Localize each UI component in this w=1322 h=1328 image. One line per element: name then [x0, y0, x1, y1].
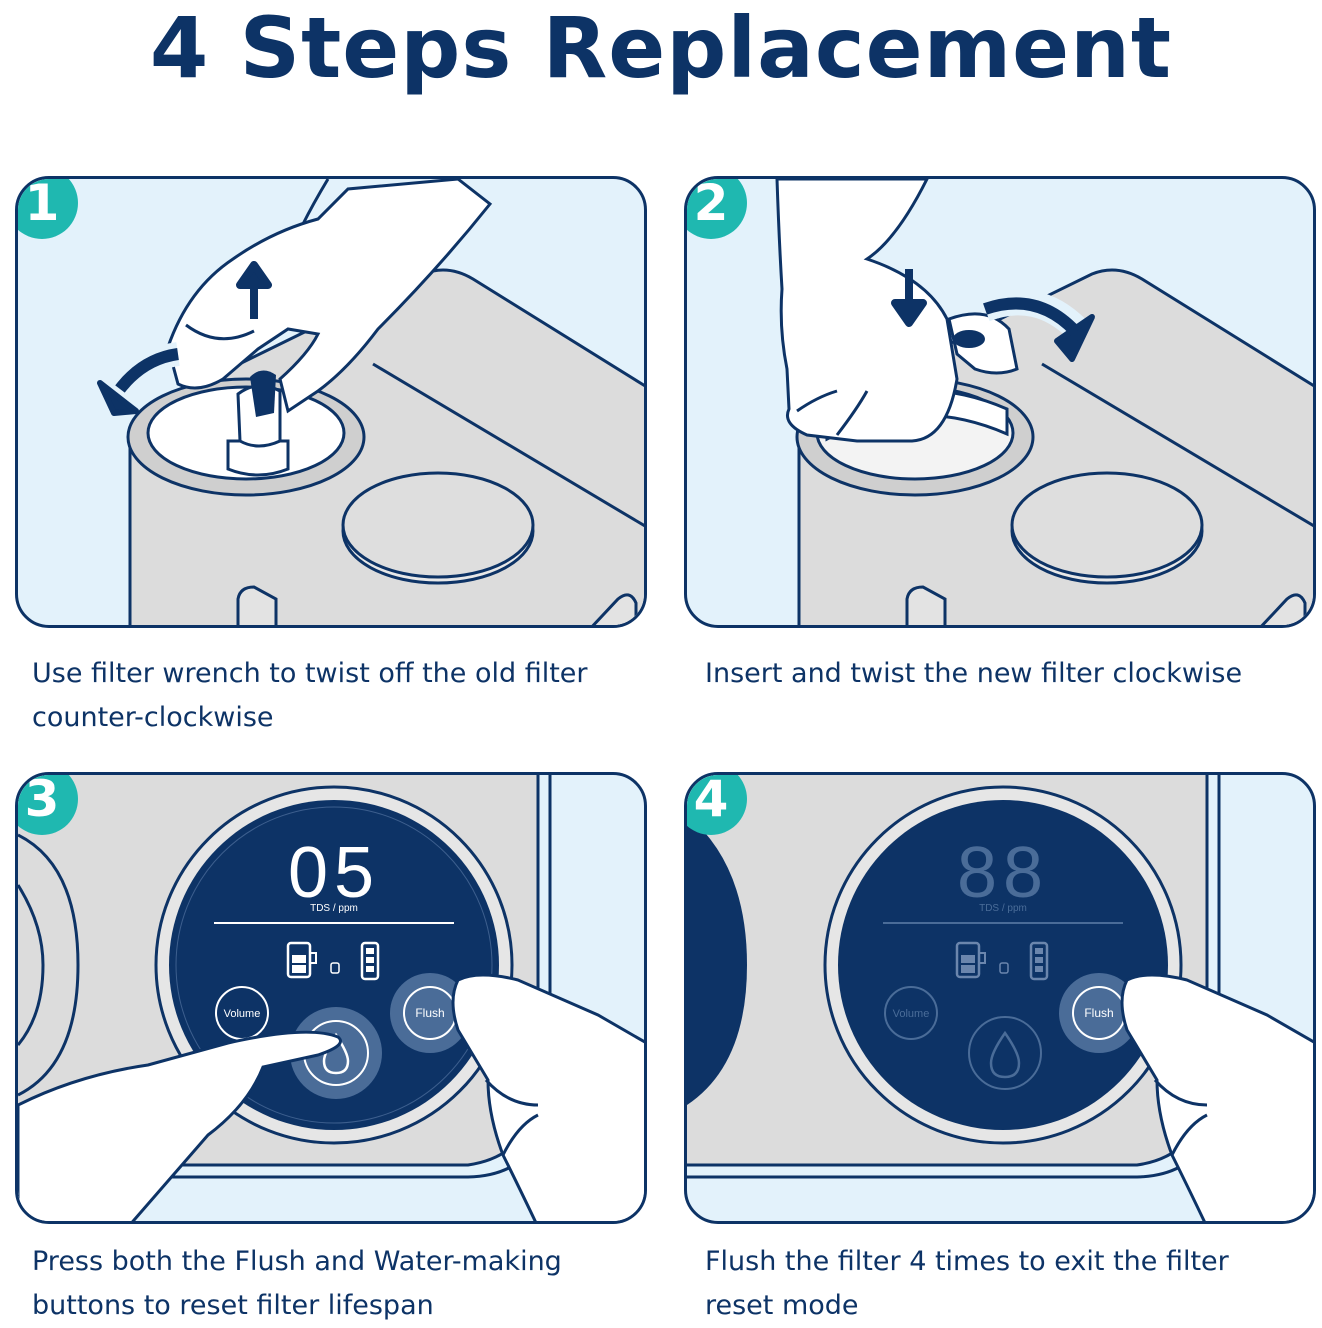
volume-button[interactable]: Volume: [884, 986, 938, 1040]
step-4-caption: Flush the filter 4 times to exit the fil…: [705, 1246, 1229, 1321]
water-drop-icon: [989, 1030, 1021, 1079]
step-1-illustration: 1: [15, 176, 647, 628]
water-drop-icon: [322, 1032, 350, 1075]
step-3-illustration: 05 TDS / ppm Volume Flush: [15, 772, 647, 1224]
svg-text:Flush: Flush: [415, 1006, 444, 1020]
step-number-badge: 2: [687, 179, 747, 239]
step-2-illustration: 2: [684, 176, 1316, 628]
filter-status-icon: [955, 941, 1049, 981]
page-title: 4 Steps Replacement: [149, 0, 1173, 97]
svg-text:Volume: Volume: [893, 1008, 930, 1020]
svg-text:05: 05: [288, 833, 380, 913]
svg-text:88: 88: [957, 833, 1049, 913]
step-3-caption: Press both the Flush and Water-making bu…: [32, 1246, 562, 1321]
counter-clockwise-arrow-icon: [97, 342, 181, 416]
arrow-down-icon: [891, 269, 927, 327]
tds-display-digits: 05: [288, 833, 380, 913]
tds-unit-label: TDS / ppm: [979, 903, 1027, 914]
arrow-up-icon: [236, 261, 272, 319]
svg-text:Volume: Volume: [224, 1008, 261, 1020]
filter-status-icon: [286, 941, 380, 981]
flush-button[interactable]: Flush: [1059, 973, 1139, 1053]
step-1-caption: Use filter wrench to twist off the old f…: [32, 658, 588, 733]
step-2-caption: Insert and twist the new filter clockwis…: [705, 658, 1243, 689]
water-drop-button[interactable]: [968, 1016, 1042, 1090]
step-number-badge: 4: [687, 775, 747, 835]
step-4-illustration: 88 TDS / ppm Volume Flush: [684, 772, 1316, 1224]
tds-unit-label: TDS / ppm: [310, 903, 358, 914]
clockwise-arrow-icon: [980, 289, 1095, 362]
svg-text:Flush: Flush: [1084, 1006, 1113, 1020]
tds-display-digits: 88: [957, 833, 1049, 913]
